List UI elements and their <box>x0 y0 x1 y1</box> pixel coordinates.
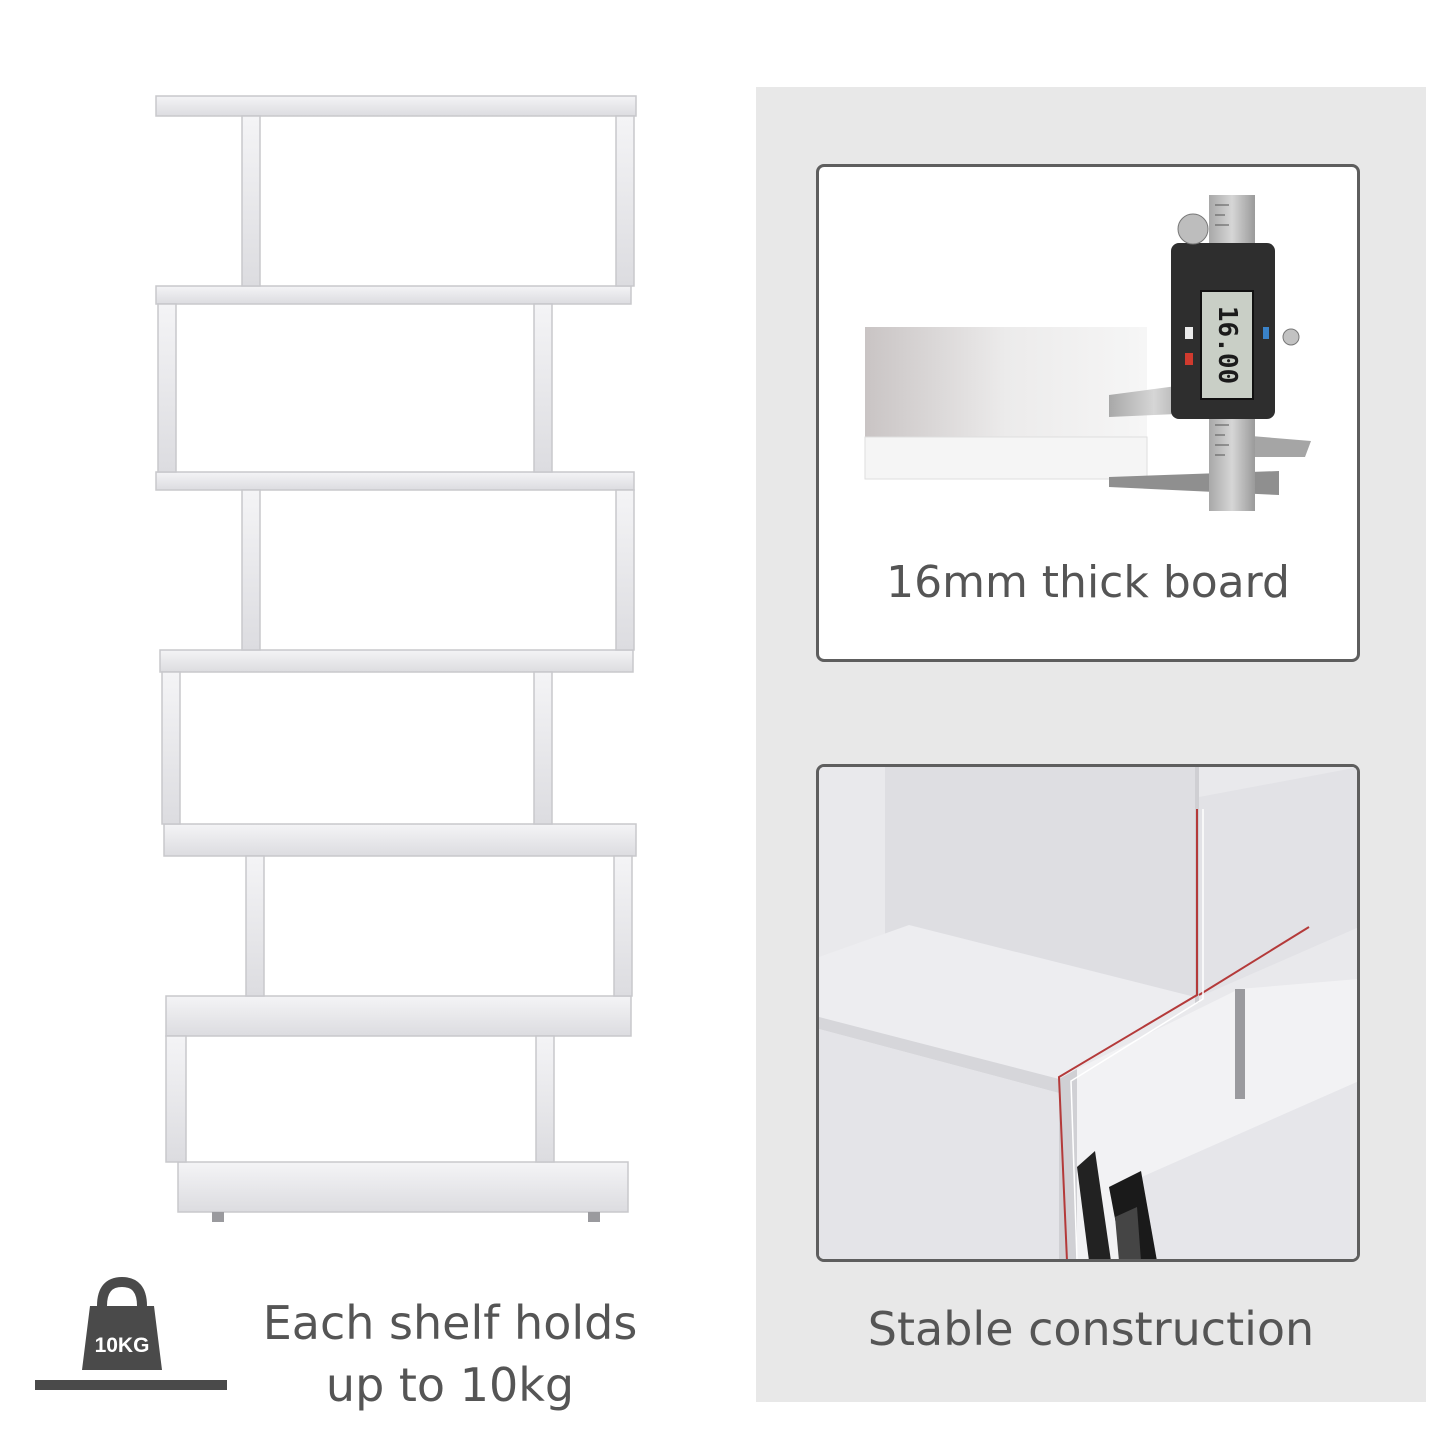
weight-caption-line2: up to 10kg <box>325 1358 575 1412</box>
construction-detail-card <box>816 764 1360 1262</box>
weight-base-bar <box>35 1380 227 1390</box>
weight-icon: 10KG <box>82 1276 162 1370</box>
construction-caption: Stable construction <box>867 1302 1315 1356</box>
board-thickness-caption: 16mm thick board <box>886 557 1290 608</box>
bookshelf-illustration <box>155 95 637 1222</box>
weight-caption-line1: Each shelf holds <box>262 1296 638 1350</box>
construction-photo <box>819 767 1357 1259</box>
weight-icon-label: 10KG <box>95 1334 150 1357</box>
caliper-reading: 16.00 <box>1212 306 1242 384</box>
feature-panel: 16.00 16mm thick board <box>756 87 1426 1402</box>
caliper-photo: 16.00 <box>864 195 1311 511</box>
board-thickness-card: 16.00 16mm thick board <box>816 164 1360 662</box>
weight-caption: Each shelf holds up to 10kg <box>230 1292 670 1416</box>
product-view-area: 10KG Each shelf holds up to 10kg <box>35 95 670 1416</box>
